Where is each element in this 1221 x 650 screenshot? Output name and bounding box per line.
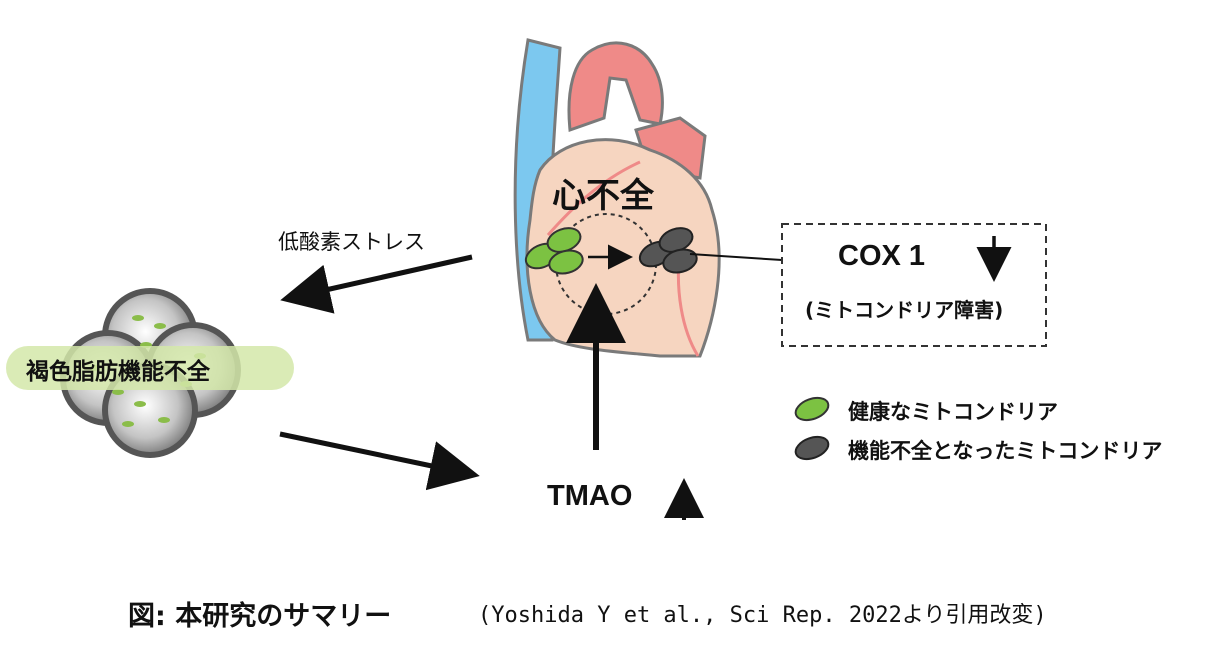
hypoxic-stress-label: 低酸素ストレス bbox=[278, 230, 425, 254]
cox-title: COX 1 bbox=[838, 240, 926, 272]
cox-connector-line bbox=[689, 253, 783, 261]
heart-healthy-mitochondria bbox=[524, 227, 584, 275]
legend-dysfunctional-swatch bbox=[794, 435, 830, 461]
hypoxic-stress-arrow bbox=[280, 254, 473, 314]
tmao-label: TMAO bbox=[547, 480, 633, 512]
legend-healthy-swatch bbox=[794, 396, 830, 422]
coronary-artery-left bbox=[546, 160, 641, 236]
brown-fat-band bbox=[6, 346, 294, 390]
healthy-mitochondrion bbox=[548, 249, 584, 275]
caption-citation: (Yoshida Y et al., Sci Rep. 2022より引用改変) bbox=[478, 603, 1047, 628]
legend-dysfunctional-label: 機能不全となったミトコンドリア bbox=[848, 439, 1163, 463]
heart-dysfunctional-mitochondria bbox=[638, 227, 698, 274]
caption-title: 図: 本研究のサマリー bbox=[128, 601, 392, 632]
cox-box-frame bbox=[781, 223, 1047, 347]
cox-subtitle: (ミトコンドリア障害) bbox=[805, 298, 1004, 322]
brown-fat-dysfunction-label: 褐色脂肪機能不全 bbox=[26, 359, 210, 385]
legend-healthy-label: 健康なミトコンドリア bbox=[848, 400, 1058, 424]
dysfunctional-mitochondrion bbox=[662, 248, 698, 274]
aorta bbox=[567, 41, 664, 133]
brown-fat-to-tmao-arrow bbox=[279, 431, 480, 491]
heart-failure-label: 心不全 bbox=[552, 176, 654, 216]
